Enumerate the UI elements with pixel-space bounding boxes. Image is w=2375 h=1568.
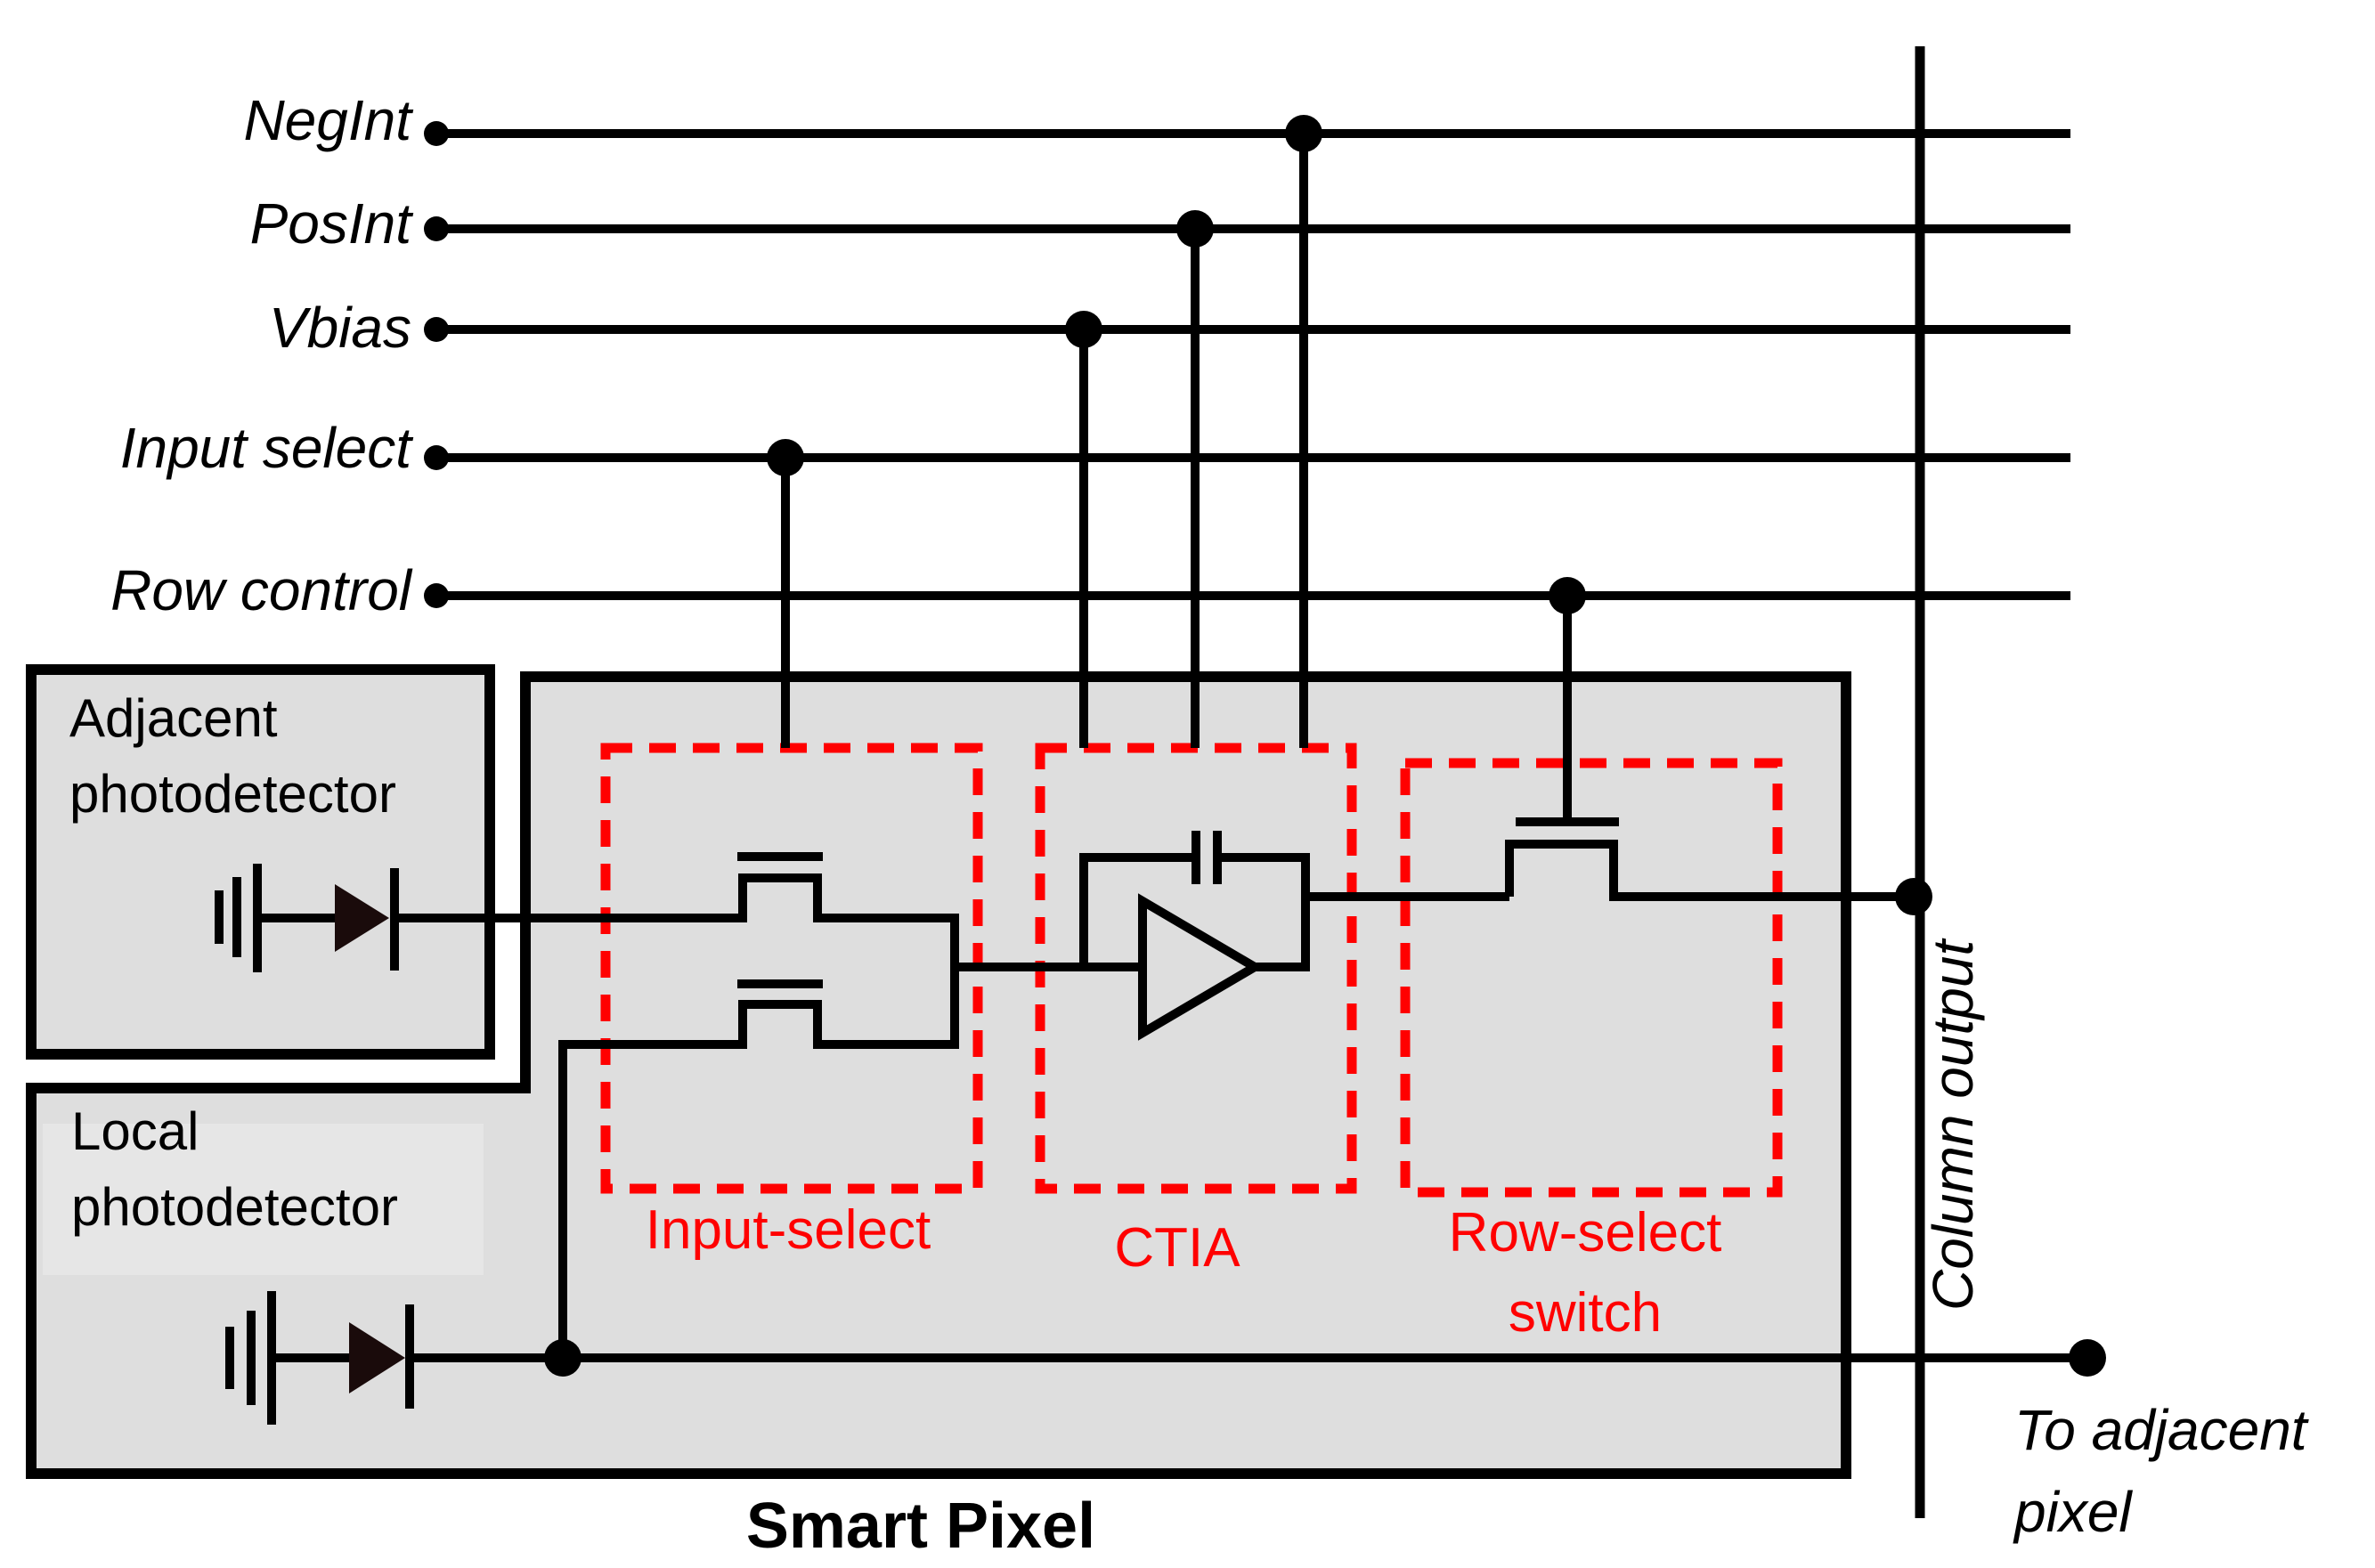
adjacent-photodetector-box [26, 664, 495, 1060]
to-adjacent-terminal [2069, 1339, 2106, 1377]
bus-taps [767, 115, 1586, 822]
signal-label-input-select: Input select [120, 416, 414, 480]
to-adjacent-label-line2: pixel [2013, 1480, 2133, 1544]
junction-dot [767, 439, 804, 476]
amplifier-icon [1138, 893, 1264, 1041]
local-label-backdrop [43, 1124, 484, 1275]
vbias-terminal [424, 317, 449, 342]
row-control-terminal [424, 583, 449, 608]
input-select-block-label: Input-select [646, 1199, 931, 1261]
signal-label-negint: NegInt [243, 88, 413, 152]
signal-label-posint: PosInt [250, 191, 414, 256]
adjacent-label-line2: photodetector [69, 764, 396, 824]
row-select-switch [1505, 817, 1932, 915]
diode-icon [349, 1322, 405, 1393]
junction-dot [1065, 311, 1102, 348]
signal-label-vbias: Vbias [269, 296, 411, 360]
smart-pixel-title: Smart Pixel [746, 1491, 1095, 1562]
posint-terminal [424, 216, 449, 241]
diode-icon [335, 884, 389, 952]
adjacent-label-line1: Adjacent [69, 688, 278, 748]
junction-dot [1895, 878, 1932, 915]
row-select-block-label-line1: Row-select [1449, 1202, 1722, 1263]
smart-pixel-box [26, 671, 1851, 1479]
row-select-block-label-line2: switch [1509, 1282, 1662, 1344]
to-adjacent-label-line1: To adjacent [2014, 1398, 2309, 1462]
local-label-line2: photodetector [71, 1177, 398, 1237]
junction-dot [1285, 115, 1322, 152]
ctia-amplifier [1079, 831, 1509, 1041]
local-photodiode [225, 1291, 414, 1425]
ctia-block-label: CTIA [1114, 1217, 1240, 1279]
junction-dot [1549, 577, 1586, 614]
signal-bus [424, 121, 2070, 608]
negint-terminal [424, 121, 449, 146]
junction-dot [1176, 210, 1214, 248]
input-select-switches [394, 852, 2106, 1377]
signal-label-row-control: Row control [110, 558, 413, 622]
local-label-line1: Local [71, 1101, 199, 1161]
column-output-label: Column output [1921, 938, 1985, 1311]
junction-dot [544, 1339, 582, 1377]
row-select-block [1400, 758, 1783, 1198]
input-select-terminal [424, 445, 449, 470]
